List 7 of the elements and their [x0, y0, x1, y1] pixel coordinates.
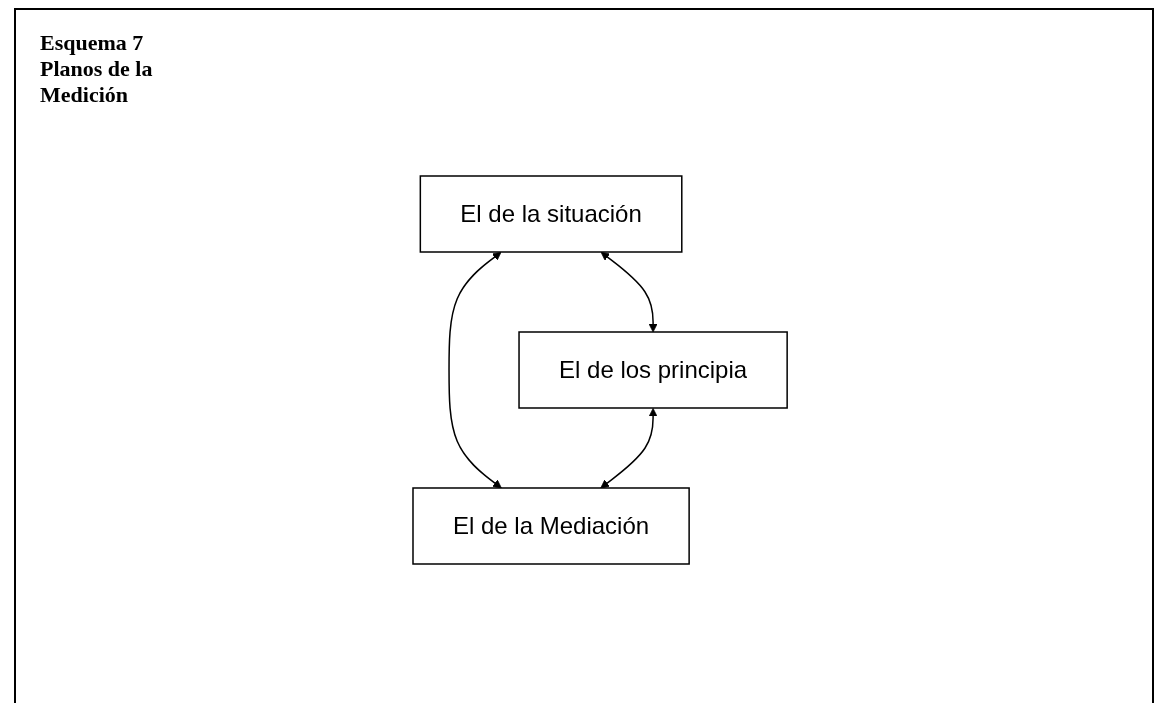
node-box: El de los principia — [518, 331, 788, 409]
arrow — [600, 251, 658, 333]
arrow — [600, 408, 658, 489]
arrow — [448, 251, 502, 489]
node-box: El de la situación — [419, 175, 683, 253]
diagram-title: Esquema 7 Planos de la Medición — [40, 30, 154, 108]
node-box: El de la Mediación — [412, 487, 690, 565]
